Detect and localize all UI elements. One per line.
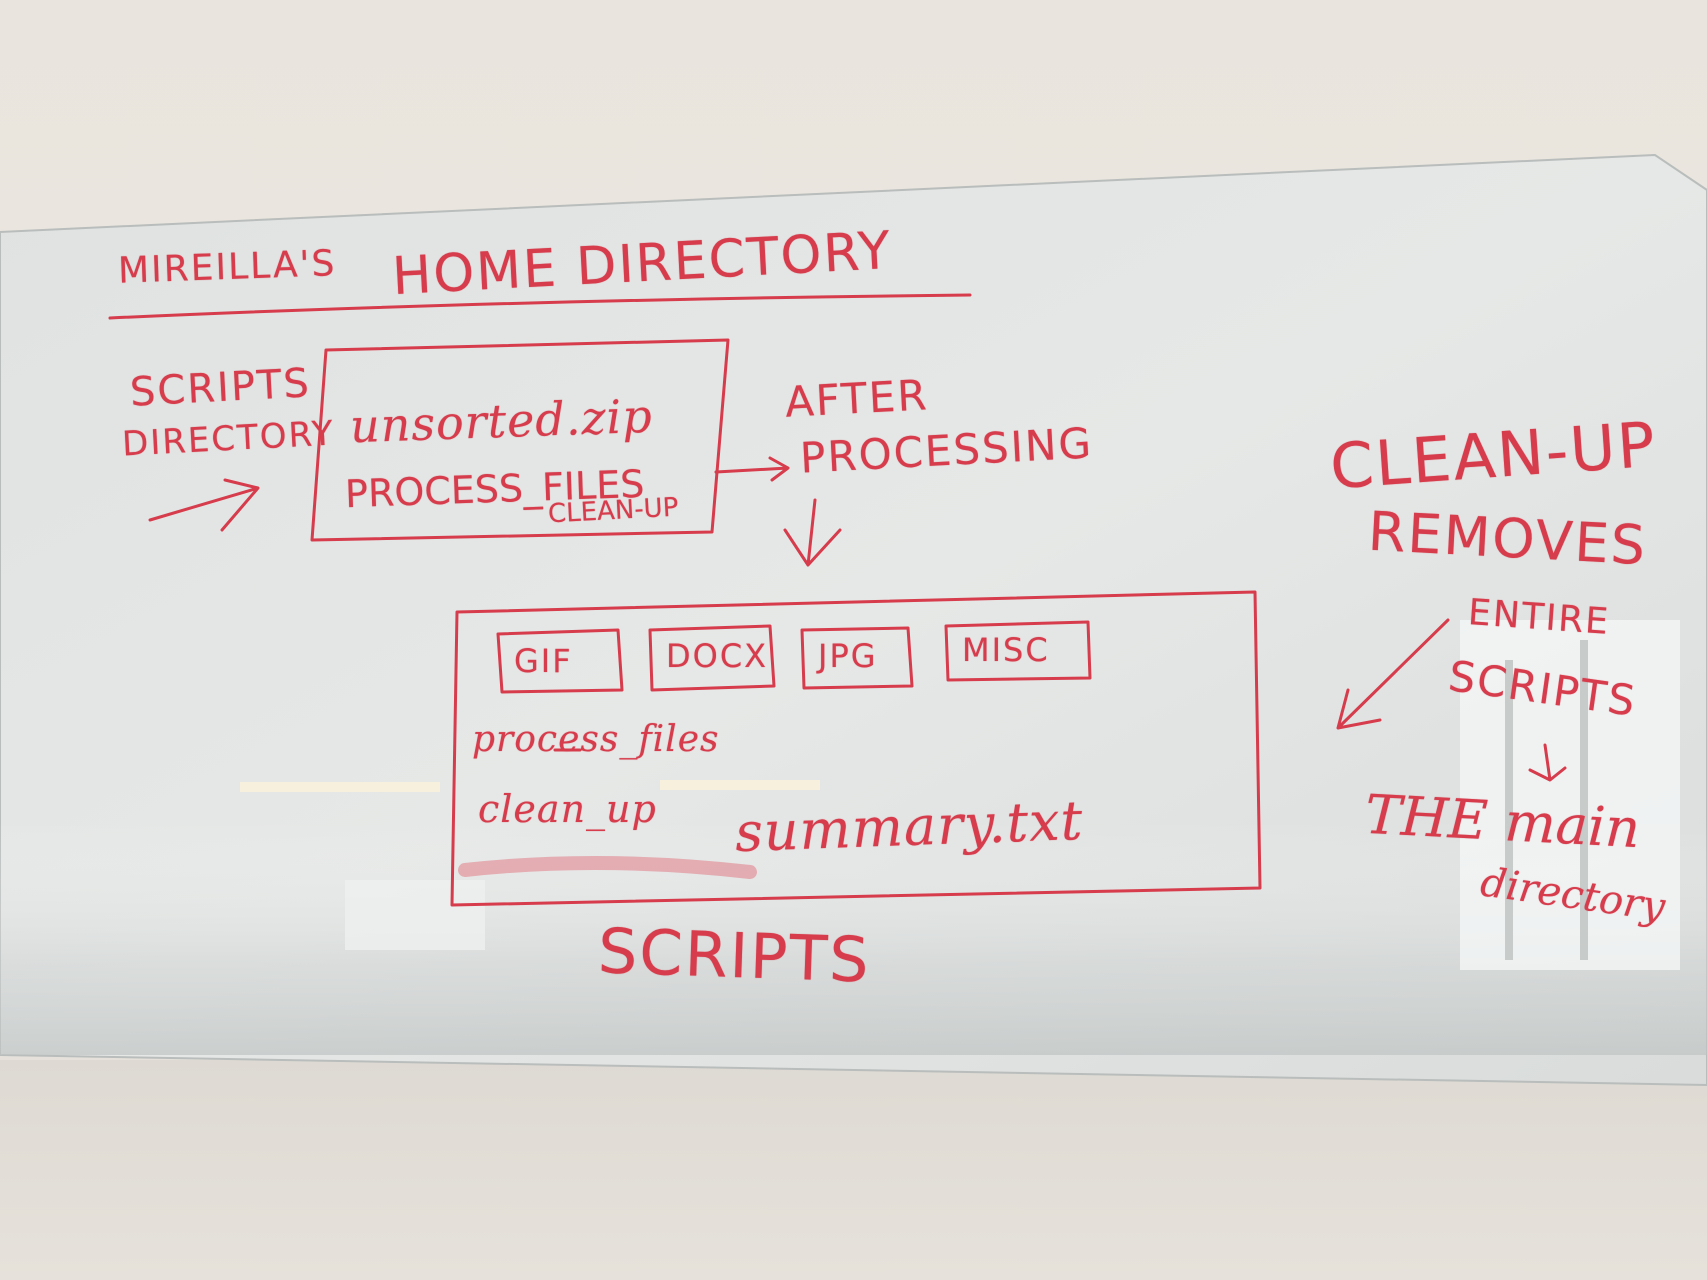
folder-box-jpg xyxy=(800,626,914,690)
arrow-to-after-processing xyxy=(714,456,790,482)
scripts-box xyxy=(450,590,1262,907)
scripts-file-summary: summary.txt xyxy=(733,788,1085,865)
after-label-after: AFTER xyxy=(783,370,930,427)
reflection-window-frame2 xyxy=(1580,640,1588,960)
reflection-window xyxy=(1460,620,1680,970)
folder-box-gif xyxy=(496,628,624,694)
title-underline xyxy=(108,293,972,320)
folder-docx: DOCX xyxy=(666,637,769,675)
reflection-light2 xyxy=(660,780,820,790)
reflection-light xyxy=(240,782,440,792)
down-arrow xyxy=(783,498,842,567)
right-note-the-main: THE main xyxy=(1363,782,1642,861)
left-label-directory: DIRECTORY xyxy=(121,413,336,465)
top-box-unsorted-zip: unsorted.zip xyxy=(349,388,654,454)
folder-jpg: JPG xyxy=(818,637,878,675)
reflection-lower xyxy=(0,820,1707,1055)
reflection-window-frame xyxy=(1505,660,1513,960)
right-note-removes: REMOVES xyxy=(1366,499,1649,578)
wall-below-board xyxy=(0,1060,1707,1280)
folder-box-docx xyxy=(648,624,776,692)
arrow-into-top-box xyxy=(148,478,260,532)
top-box-clean-up: CLEAN-UP xyxy=(547,492,680,530)
folder-gif: GIF xyxy=(514,642,573,680)
scripts-file-clean-up: clean_up xyxy=(478,787,657,831)
reflection-window-small xyxy=(345,880,485,950)
scripts-box-label: SCRIPTS xyxy=(596,914,872,997)
right-note-entire: ENTIRE xyxy=(1466,592,1612,643)
left-label-scripts: SCRIPTS xyxy=(128,360,312,416)
folder-misc: MISC xyxy=(962,631,1050,669)
erased-smudge xyxy=(458,855,757,879)
title-owner: MIREILLA'S xyxy=(117,243,338,292)
arrow-cleanup-removes xyxy=(1336,618,1450,730)
scripts-file-process-files: process_files xyxy=(472,719,720,760)
folder-box-misc xyxy=(944,620,1092,682)
top-box xyxy=(310,338,730,542)
small-down-arrow xyxy=(1528,743,1567,782)
